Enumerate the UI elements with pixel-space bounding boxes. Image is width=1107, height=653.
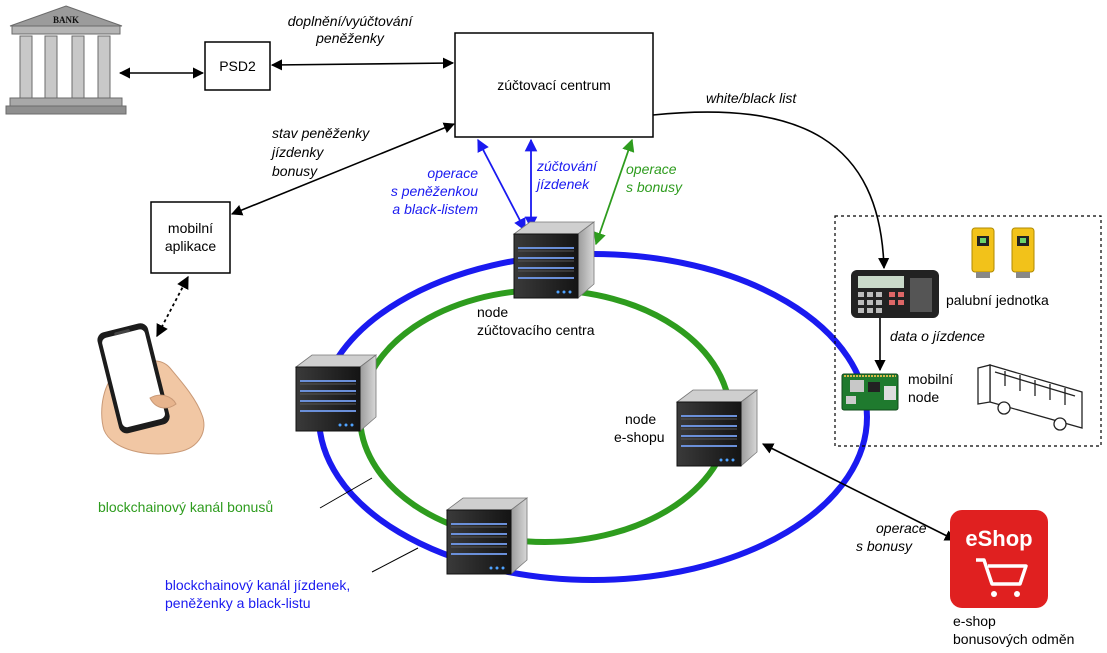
- ticket-clearing-label-2: jízdenek: [535, 176, 590, 192]
- validator-icon: [971, 227, 995, 279]
- onboard-unit-icon: [851, 270, 939, 318]
- bank-icon: BANK: [5, 5, 127, 115]
- eshop-node-label-2: e-shopu: [614, 429, 665, 445]
- onboard-unit-label: palubní jednotka: [946, 292, 1049, 308]
- app-center-arrow: [230, 122, 456, 216]
- bonus-ops-label-1: operace: [626, 161, 677, 177]
- white-black-list-label: white/black list: [706, 90, 797, 106]
- eshop-logo-icon: eShop: [950, 510, 1048, 608]
- eshop-bonus-ops-label-1: operace: [876, 520, 927, 536]
- psd2-box: [204, 41, 271, 91]
- wallet-ops-label-3: a black-listem: [392, 201, 478, 217]
- vehicle-frame: [834, 215, 1102, 447]
- bonus-ops-arrow: [593, 138, 635, 246]
- bottom-node-server-icon: [446, 497, 528, 575]
- wallet-ops-label-1: operace: [427, 165, 478, 181]
- mobile-node-label-2: node: [908, 389, 939, 405]
- phone-app-dotted-link: [156, 275, 189, 338]
- white-black-list-arrow: [652, 111, 890, 270]
- clearing-node-label-2: zúčtovacího centra: [477, 322, 595, 338]
- bank-label: BANK: [53, 15, 79, 25]
- clearing-center-label: zúčtovací centrum: [497, 77, 611, 93]
- psd2-center-label-2: peněženky: [315, 30, 385, 46]
- blue-channel-ring: [316, 251, 870, 583]
- wallet-ops-label-2: s peněženkou: [391, 183, 478, 199]
- app-center-label-3: bonusy: [272, 163, 318, 179]
- eshop-caption-1: e-shop: [953, 613, 996, 629]
- clearing-node-server-icon: [513, 221, 595, 299]
- mobile-node-label-1: mobilní: [908, 371, 953, 387]
- clearing-center-box: [454, 32, 654, 138]
- blue-channel-label-2: peněženky a black-listu: [165, 595, 311, 611]
- wallet-ops-arrow: [477, 138, 526, 232]
- left-node-server-icon: [295, 354, 377, 432]
- ticket-clearing-label-1: zúčtování: [536, 158, 599, 174]
- green-channel-leader: [319, 477, 373, 509]
- psd2-center-label-1: doplnění/vyúčtování: [288, 13, 415, 29]
- bus-icon: [977, 364, 1083, 431]
- green-channel-label: blockchainový kanál bonusů: [98, 499, 273, 515]
- trip-data-label: data o jízdence: [890, 328, 985, 344]
- eshop-bonus-ops-label-2: s bonusy: [856, 538, 913, 554]
- psd2-center-arrow: [270, 57, 455, 71]
- app-center-label-1: stav peněženky: [272, 125, 370, 141]
- eshop-node-arrow: [761, 443, 957, 541]
- eshop-logo-text: eShop: [965, 526, 1032, 551]
- app-center-label-2: jízdenky: [270, 144, 324, 160]
- mobile-app-label-1: mobilní: [168, 220, 213, 236]
- eshop-node-server-icon: [676, 389, 758, 467]
- clearing-node-label-1: node: [477, 304, 508, 320]
- blue-channel-leader: [371, 547, 419, 573]
- mobile-app-label-2: aplikace: [165, 238, 217, 254]
- psd2-label: PSD2: [219, 58, 256, 74]
- eshop-node-label-1: node: [625, 411, 656, 427]
- eshop-caption-2: bonusových odměn: [953, 631, 1074, 647]
- smartphone-icon: [97, 323, 205, 455]
- mobile-app-box: [150, 201, 231, 274]
- validator-icon-2: [1011, 227, 1035, 279]
- bonus-ops-label-2: s bonusy: [626, 179, 683, 195]
- raspberry-pi-icon: [841, 373, 899, 411]
- blue-channel-label-1: blockchainový kanál jízdenek,: [165, 577, 350, 593]
